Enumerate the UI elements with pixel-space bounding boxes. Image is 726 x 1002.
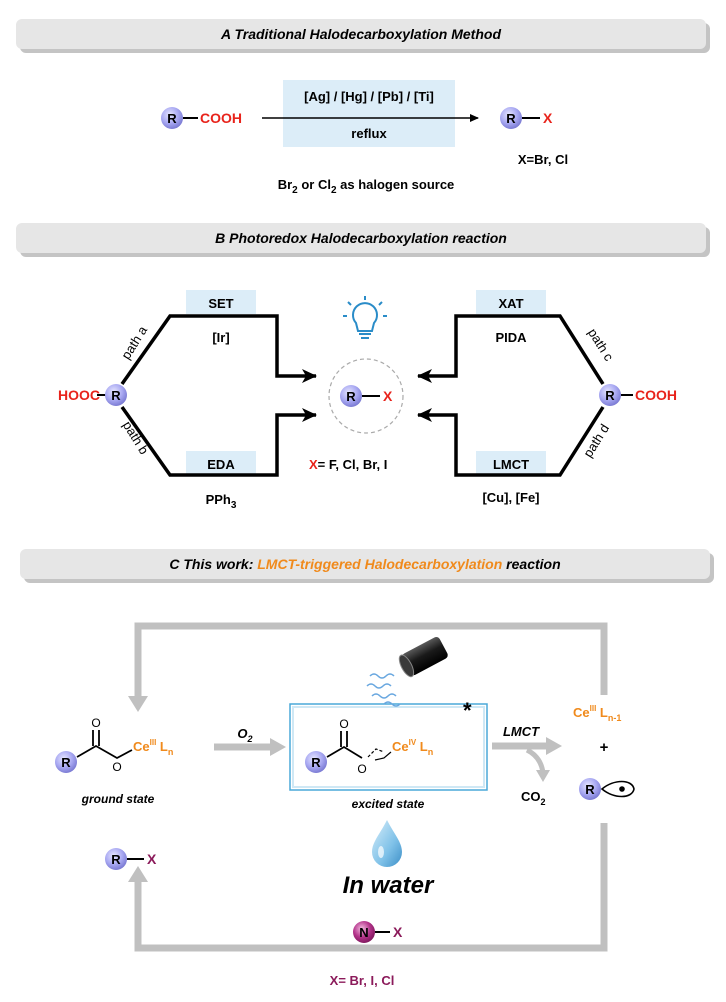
x-definition: X=Br, Cl — [518, 152, 568, 167]
r-label: R — [506, 111, 516, 126]
panel-a-banner — [16, 19, 706, 49]
r-label: R — [605, 388, 615, 403]
r-group-ball — [579, 778, 601, 800]
r-label: R — [61, 755, 71, 770]
r-group-ball — [161, 107, 183, 129]
path-c-line — [417, 314, 605, 385]
r-group-ball — [105, 848, 127, 870]
r-label: R — [167, 111, 177, 126]
hooc-label: HOOC — [58, 387, 100, 403]
cooh-label: COOH — [635, 387, 677, 403]
lmct-label: LMCT — [503, 724, 540, 739]
ce4-label: CeIV Ln — [392, 738, 433, 757]
n-reagent-ball — [353, 921, 375, 943]
metal-reagents: [Ag] / [Hg] / [Pb] / [Ti] — [304, 89, 434, 104]
radical-orbital — [600, 780, 635, 798]
path-c-label: path c — [585, 326, 617, 364]
r-group-ball — [500, 107, 522, 129]
pph3-label: PPh3 — [206, 492, 237, 511]
r-group-ball — [305, 751, 327, 773]
reflux-label: reflux — [351, 126, 387, 141]
path-d-label: path d — [580, 421, 612, 460]
path-b-line — [120, 405, 317, 477]
cu-fe-catalyst: [Cu], [Fe] — [482, 490, 539, 505]
panel-b-banner — [16, 223, 706, 253]
ce3-label: CeIII Ln — [133, 738, 173, 757]
path-a-label: path a — [118, 323, 150, 362]
carbonyl-o: O — [339, 717, 348, 731]
water-drop-icon — [372, 820, 402, 867]
r-group-ball — [105, 384, 127, 406]
ground-state-label: ground state — [81, 792, 155, 806]
lmct-label: LMCT — [493, 457, 529, 472]
panel-a-title: A Traditional Halodecarboxylation Method — [220, 26, 501, 42]
path-b-label: path b — [120, 418, 152, 457]
ester-o: O — [112, 760, 121, 774]
panel-c: C This work: LMCT-triggered Halodecarbox… — [20, 549, 714, 988]
panel-b-title: B Photoredox Halodecarboxylation reactio… — [215, 230, 507, 246]
co2-label: CO2 — [521, 789, 546, 807]
ester-o: O — [357, 762, 366, 776]
x-definition: X= Br, I, Cl — [330, 973, 395, 988]
x-definition: X= F, Cl, Br, I — [309, 457, 387, 472]
eda-box — [186, 451, 256, 475]
cooh-label: COOH — [200, 110, 242, 126]
eda-label: EDA — [207, 457, 235, 472]
ir-catalyst: [Ir] — [212, 330, 229, 345]
n-label: N — [359, 925, 368, 940]
conditions-box — [283, 80, 455, 147]
path-a-line — [120, 314, 317, 386]
excited-state-label: excited state — [352, 797, 425, 811]
cycle-top-line — [134, 622, 608, 700]
carbonyl-o: O — [91, 716, 100, 730]
panel-a: A Traditional Halodecarboxylation Method… — [16, 19, 710, 196]
ce3-ln1-label: CeIII Ln-1 — [573, 704, 621, 723]
r-label: R — [111, 852, 121, 867]
flashlight-icon — [366, 636, 448, 707]
set-box — [186, 290, 256, 314]
pida-label: PIDA — [495, 330, 527, 345]
excited-state-box — [289, 703, 488, 791]
xat-box — [476, 290, 546, 314]
light-bulb-icon — [343, 296, 387, 339]
lmct-box — [476, 451, 546, 475]
panel-b: B Photoredox Halodecarboxylation reactio… — [16, 223, 710, 511]
r-label: R — [311, 755, 321, 770]
cycle-bottom-line — [134, 823, 608, 952]
plus-sign: + — [600, 739, 609, 756]
excited-star: * — [463, 698, 472, 723]
panel-c-banner — [20, 549, 710, 579]
path-d-line — [417, 406, 605, 477]
product-circle — [328, 358, 404, 434]
x-label: X — [393, 924, 403, 940]
r-label: R — [585, 782, 595, 797]
in-water-label: In water — [343, 872, 435, 899]
set-label: SET — [208, 296, 233, 311]
panel-c-title: C This work: LMCT-triggered Halodecarbox… — [169, 556, 560, 572]
r-label: R — [111, 388, 121, 403]
r-group-ball — [55, 751, 77, 773]
xat-label: XAT — [498, 296, 523, 311]
r-group-ball — [599, 384, 621, 406]
o2-label: O2 — [237, 726, 252, 744]
x-label: X — [147, 851, 157, 867]
x-label: X — [383, 388, 393, 404]
r-group-ball — [340, 385, 362, 407]
r-label: R — [346, 389, 356, 404]
halogen-source: Br2 or Cl2 as halogen source — [278, 177, 455, 196]
x-label: X — [543, 110, 553, 126]
